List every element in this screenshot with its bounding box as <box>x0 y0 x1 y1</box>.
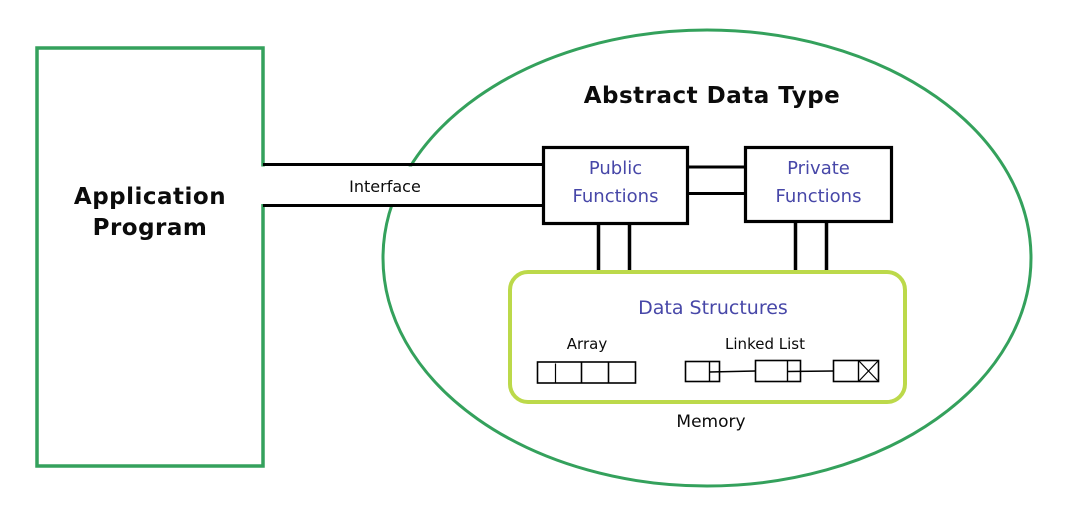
application-program-label: Application Program <box>73 184 227 242</box>
array-label: Array <box>566 335 608 353</box>
array-box <box>536 361 637 384</box>
public-functions-label: Public Functions <box>572 158 659 207</box>
array-graphic <box>536 361 637 384</box>
adt-ellipse <box>381 28 1033 488</box>
memory-label: Memory <box>676 412 746 432</box>
application-program-box <box>35 46 265 468</box>
linked-list-label: Linked List <box>725 335 805 353</box>
abstract-data-type-title: Abstract Data Type <box>583 83 841 109</box>
private-functions-box <box>743 145 894 224</box>
linked-list-null-cross-2 <box>858 360 879 382</box>
linked-list-graphic <box>684 359 880 383</box>
private-functions-label: Private Functions <box>775 158 862 207</box>
linked-list-pointer-1 <box>709 370 756 373</box>
data-structures-label: Data Structures <box>638 297 788 319</box>
linked-list-pointer-2 <box>787 370 834 373</box>
interface-label: Interface <box>349 177 421 196</box>
public-functions-box <box>541 145 690 226</box>
interface-channel-mask <box>258 166 543 204</box>
linked-list-node-3 <box>832 359 880 383</box>
